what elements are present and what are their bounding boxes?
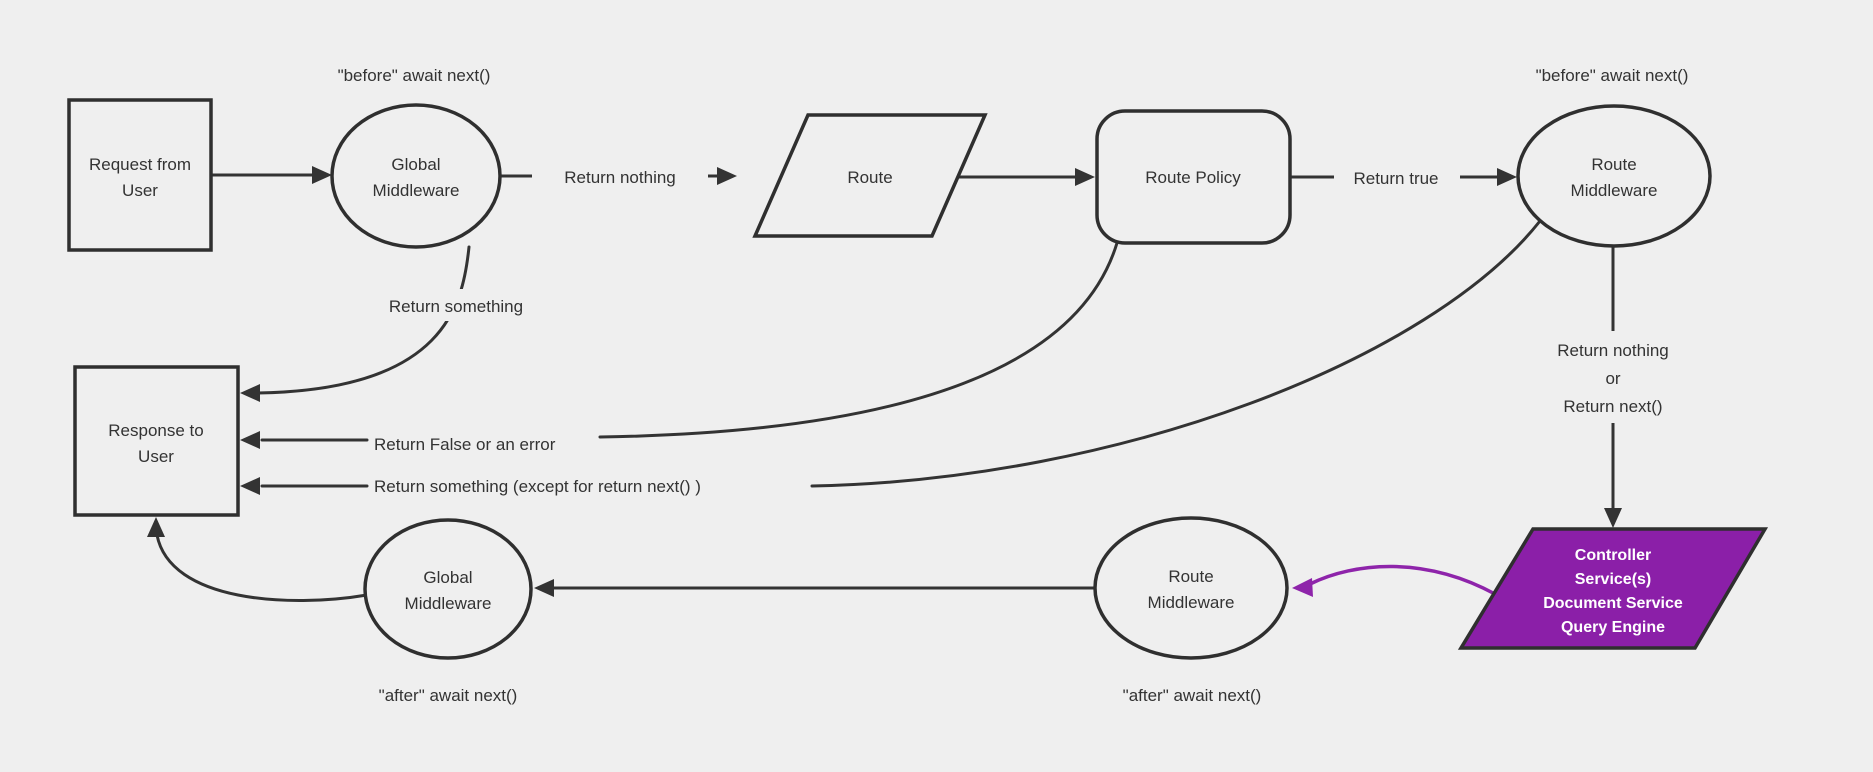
edge-route-middleware-to-response xyxy=(240,219,1542,495)
label-after-await-left: "after" await next() xyxy=(379,686,518,705)
svg-text:Controller: Controller xyxy=(1575,547,1651,564)
global-middleware-top-node: Global Middleware xyxy=(330,103,502,249)
label-before-await-right: "before" await next() xyxy=(1536,66,1689,85)
svg-text:Global: Global xyxy=(423,568,472,587)
request-node: Request from User xyxy=(67,98,213,252)
label-return-nothing: Return nothing xyxy=(532,160,708,192)
svg-text:Request from: Request from xyxy=(89,155,191,174)
svg-text:Route: Route xyxy=(1168,567,1213,586)
controller-node: Controller Service(s) Document Service Q… xyxy=(1457,527,1769,650)
label-return-something-except: Return something (except for return next… xyxy=(374,477,701,496)
edge-route-policy-to-response xyxy=(240,241,1119,449)
svg-text:Middleware: Middleware xyxy=(373,181,460,200)
svg-text:Return nothing: Return nothing xyxy=(1557,341,1669,360)
svg-text:Route: Route xyxy=(847,168,892,187)
label-return-true: Return true xyxy=(1334,161,1460,193)
label-after-await-right: "after" await next() xyxy=(1123,686,1262,705)
label-return-nothing-or-return-next: Return nothing or Return next() xyxy=(1536,331,1690,423)
edge-global-middleware-bottom-to-response xyxy=(147,517,369,602)
svg-text:Return nothing: Return nothing xyxy=(564,168,676,187)
route-middleware-top-node: Route Middleware xyxy=(1516,104,1712,248)
purple-curve xyxy=(1308,564,1497,596)
label-return-something: Return something xyxy=(362,289,550,321)
svg-text:Return something: Return something xyxy=(389,297,523,316)
svg-text:Route: Route xyxy=(1591,155,1636,174)
svg-text:Route Policy: Route Policy xyxy=(1145,168,1241,187)
route-policy-node: Route Policy xyxy=(1095,109,1292,245)
svg-text:Document Service: Document Service xyxy=(1543,595,1683,612)
svg-text:Response to: Response to xyxy=(108,421,203,440)
svg-text:Return next(): Return next() xyxy=(1563,397,1662,416)
response-node: Response to User xyxy=(73,365,240,517)
svg-text:Middleware: Middleware xyxy=(1571,181,1658,200)
svg-text:Service(s): Service(s) xyxy=(1575,571,1652,588)
route-middleware-bottom-node: Route Middleware xyxy=(1093,516,1289,660)
edge-request-to-global-middleware xyxy=(209,166,332,184)
purple-arrowhead xyxy=(1292,578,1313,597)
svg-text:User: User xyxy=(122,181,158,200)
label-return-false-or-error: Return False or an error xyxy=(374,435,556,454)
label-before-await-left: "before" await next() xyxy=(338,66,491,85)
controller-shape xyxy=(1457,527,1769,650)
svg-text:User: User xyxy=(138,447,174,466)
edge-route-middleware-to-global-middleware xyxy=(534,579,1097,597)
svg-text:Middleware: Middleware xyxy=(405,594,492,613)
edge-controller-to-route-middleware xyxy=(1292,564,1497,597)
edge-route-to-route-policy xyxy=(956,168,1095,186)
global-middleware-bottom-node: Global Middleware xyxy=(363,518,533,660)
edge-global-middleware-to-response xyxy=(240,245,471,402)
svg-text:Return true: Return true xyxy=(1353,169,1438,188)
svg-text:Query Engine: Query Engine xyxy=(1561,619,1665,636)
svg-text:Middleware: Middleware xyxy=(1148,593,1235,612)
route-node: Route xyxy=(752,113,988,238)
svg-text:or: or xyxy=(1605,369,1620,388)
svg-text:Global: Global xyxy=(391,155,440,174)
